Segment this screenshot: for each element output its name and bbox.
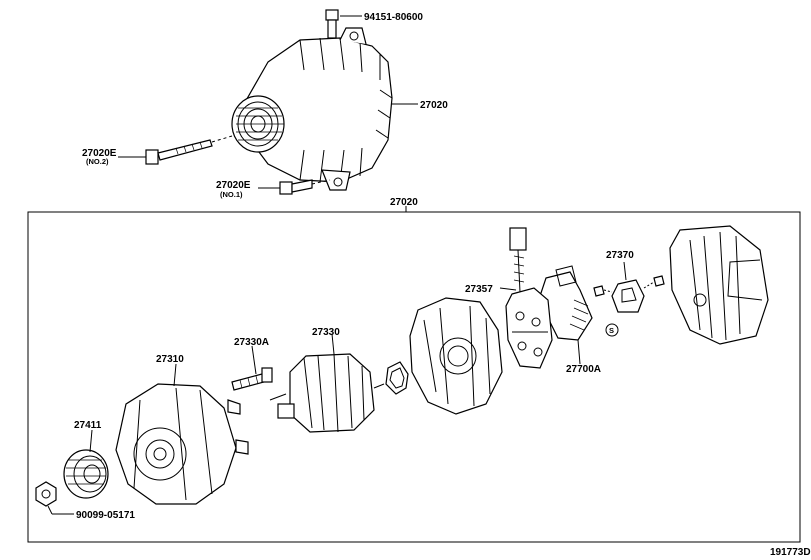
label-27370: 27370 xyxy=(606,250,634,261)
label-27020-box: 27020 xyxy=(390,197,418,208)
label-27020-top: 27020 xyxy=(420,100,448,111)
label-27020e-no2-sub: (NO.2) xyxy=(86,157,109,166)
diagram-id: 191773D xyxy=(770,547,811,558)
label-27411: 27411 xyxy=(74,420,102,431)
label-27700a: 27700A xyxy=(566,364,601,375)
label-27357: 27357 xyxy=(465,284,493,295)
label-27020e-no2: 27020E xyxy=(82,148,117,159)
label-27330a: 27330A xyxy=(234,337,269,348)
label-27330: 27330 xyxy=(312,327,340,338)
brush-holder-27700a[interactable]: S xyxy=(539,265,619,341)
stud-bolt-27330a[interactable] xyxy=(231,367,273,391)
rear-end-cover[interactable] xyxy=(669,225,769,345)
bearing-ring[interactable] xyxy=(385,361,409,395)
drive-end-frame-27310[interactable] xyxy=(115,383,249,505)
alternator-assembly[interactable] xyxy=(231,9,393,191)
rear-frame[interactable] xyxy=(409,297,503,415)
label-27310: 27310 xyxy=(156,354,184,365)
rotor-27330[interactable] xyxy=(269,353,385,433)
label-27020e-no1: 27020E xyxy=(216,180,251,191)
nut-90099-05171[interactable] xyxy=(35,481,57,507)
bolt-27020e-no2[interactable] xyxy=(145,139,213,165)
svg-text:S: S xyxy=(609,326,614,335)
label-94151: 94151-80600 xyxy=(364,12,423,23)
label-90099: 90099-05171 xyxy=(76,510,135,521)
exploded-view-frame xyxy=(27,211,801,543)
bolt-27020e-no1[interactable] xyxy=(279,179,313,195)
pulley-27411[interactable] xyxy=(63,449,109,499)
rectifier-27357[interactable] xyxy=(505,227,553,369)
regulator-27370[interactable] xyxy=(593,275,665,313)
label-27020e-no1-sub: (NO.1) xyxy=(220,190,243,199)
